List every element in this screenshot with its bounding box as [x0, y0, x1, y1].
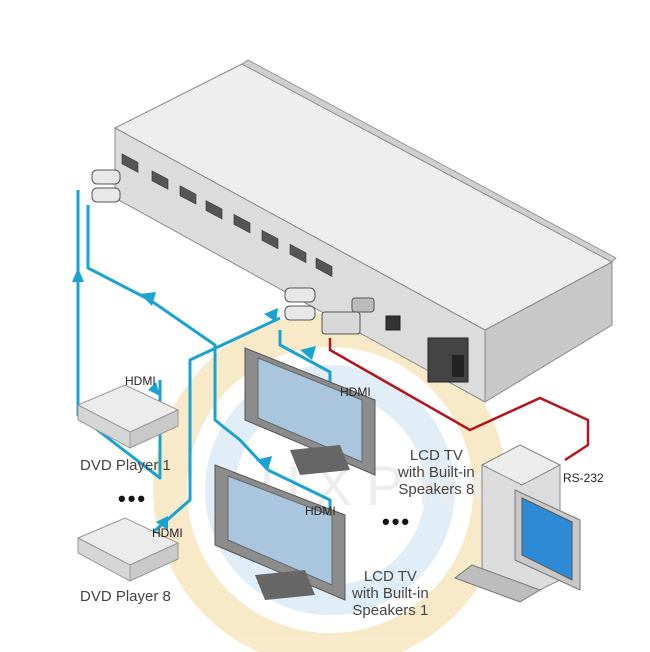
tv-8-label-line3: Speakers 8 [398, 481, 475, 498]
rs232-port [351, 297, 375, 313]
rs232-plug [321, 311, 361, 335]
lcd-tv-8 [244, 347, 376, 476]
dvd-player-8-label: DVD Player 8 [80, 588, 171, 605]
hdmi-label-dvd1: HDMI [125, 374, 156, 388]
tv-8-label-line1: LCD TV [409, 447, 463, 464]
hdmi-label-dvd8: HDMI [152, 526, 183, 540]
matrix-switcher [113, 59, 617, 403]
tv-8-label-line2: with Built-in [398, 464, 475, 481]
hdmi-label-tv8: HDMI [340, 385, 371, 399]
players-ellipsis: ••• [118, 486, 148, 511]
tvs-ellipsis: ••• [382, 509, 412, 534]
cable-to-tv1 [86, 205, 270, 472]
rs232-cable [328, 338, 590, 462]
dvd-player-1-label: DVD Player 1 [80, 457, 171, 474]
cable-dvd8-in [149, 316, 281, 537]
tv-1-label-line1: LCD TV [363, 568, 417, 585]
ethernet-port [385, 315, 401, 331]
dvd-player-8 [76, 517, 180, 582]
tv-8-label: LCD TV with Built-in Speakers 8 [398, 447, 475, 498]
pc-computer [453, 444, 581, 603]
tv-1-label-line2: with Built-in [352, 585, 429, 602]
lcd-tv-1 [214, 464, 346, 601]
power-switch [452, 355, 464, 377]
tv-1-label: LCD TV with Built-in Speakers 1 [352, 568, 429, 619]
tv-1-label-line3: Speakers 1 [352, 602, 429, 619]
signal-arrows [72, 268, 316, 530]
hdmi-ports [121, 153, 333, 277]
rs232-label: RS-232 [563, 471, 604, 485]
hdmi-plugs [91, 169, 316, 321]
hdmi-label-tv1: HDMI [305, 504, 336, 518]
dvd-player-1 [76, 384, 180, 449]
